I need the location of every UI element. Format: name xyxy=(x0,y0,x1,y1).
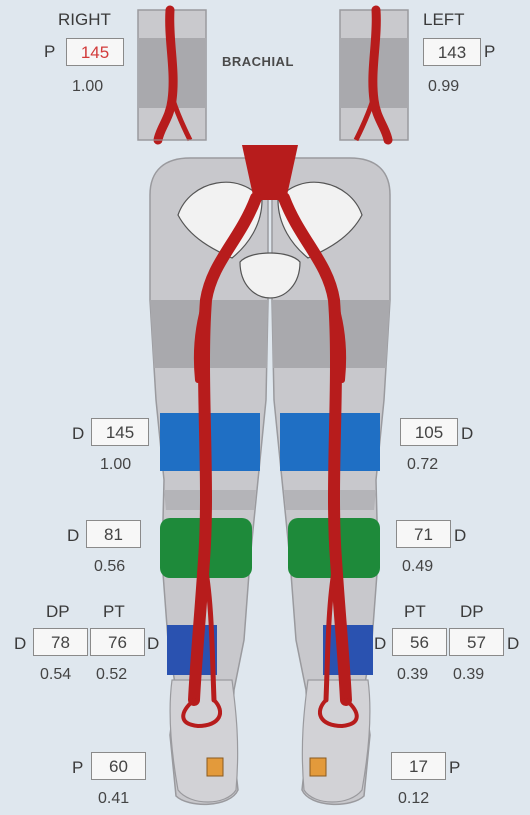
right-toe-index: 0.41 xyxy=(98,790,129,808)
right-brachial-index: 1.00 xyxy=(72,78,103,96)
right-toe-type: P xyxy=(72,758,83,778)
left-ankle-type-outer: D xyxy=(507,634,519,654)
right-brachial-type: P xyxy=(44,42,55,62)
right-toe-pressure: 60 xyxy=(91,752,146,780)
left-calf-type: D xyxy=(454,526,466,546)
right-thigh-index: 1.00 xyxy=(100,456,131,474)
right-side-label: RIGHT xyxy=(58,10,111,30)
right-toe-cuff xyxy=(207,758,223,776)
right-ankle-type-outer: D xyxy=(14,634,26,654)
right-dp-pressure: 78 xyxy=(33,628,88,656)
right-brachial-pressure: 145 xyxy=(66,38,124,66)
right-pt-header: PT xyxy=(103,602,125,622)
left-brachial-type: P xyxy=(484,42,495,62)
right-calf-type: D xyxy=(67,526,79,546)
left-thigh-pressure: 105 xyxy=(400,418,458,446)
left-toe-pressure: 17 xyxy=(391,752,446,780)
right-dp-index: 0.54 xyxy=(40,666,71,684)
left-toe-cuff xyxy=(310,758,326,776)
right-calf-index: 0.56 xyxy=(94,558,125,576)
left-calf-index: 0.49 xyxy=(402,558,433,576)
right-calf-pressure: 81 xyxy=(86,520,141,548)
right-thigh-pressure: 145 xyxy=(91,418,149,446)
left-toe-index: 0.12 xyxy=(398,790,429,808)
left-ankle-type-inner: D xyxy=(374,634,386,654)
right-arm-illustration xyxy=(138,10,206,140)
left-pt-pressure: 56 xyxy=(392,628,447,656)
left-thigh-index: 0.72 xyxy=(407,456,438,474)
right-ankle-type-inner: D xyxy=(147,634,159,654)
right-dp-header: DP xyxy=(46,602,70,622)
left-calf-pressure: 71 xyxy=(396,520,451,548)
left-pt-index: 0.39 xyxy=(397,666,428,684)
left-side-label: LEFT xyxy=(423,10,465,30)
left-dp-index: 0.39 xyxy=(453,666,484,684)
right-pt-pressure: 76 xyxy=(90,628,145,656)
left-dp-pressure: 57 xyxy=(449,628,504,656)
left-thigh-type: D xyxy=(461,424,473,444)
left-brachial-index: 0.99 xyxy=(428,78,459,96)
brachial-label: BRACHIAL xyxy=(222,54,294,69)
left-arm-illustration xyxy=(340,10,408,140)
left-pt-header: PT xyxy=(404,602,426,622)
left-brachial-pressure: 143 xyxy=(423,38,481,66)
left-dp-header: DP xyxy=(460,602,484,622)
left-toe-type: P xyxy=(449,758,460,778)
right-thigh-type: D xyxy=(72,424,84,444)
right-pt-index: 0.52 xyxy=(96,666,127,684)
